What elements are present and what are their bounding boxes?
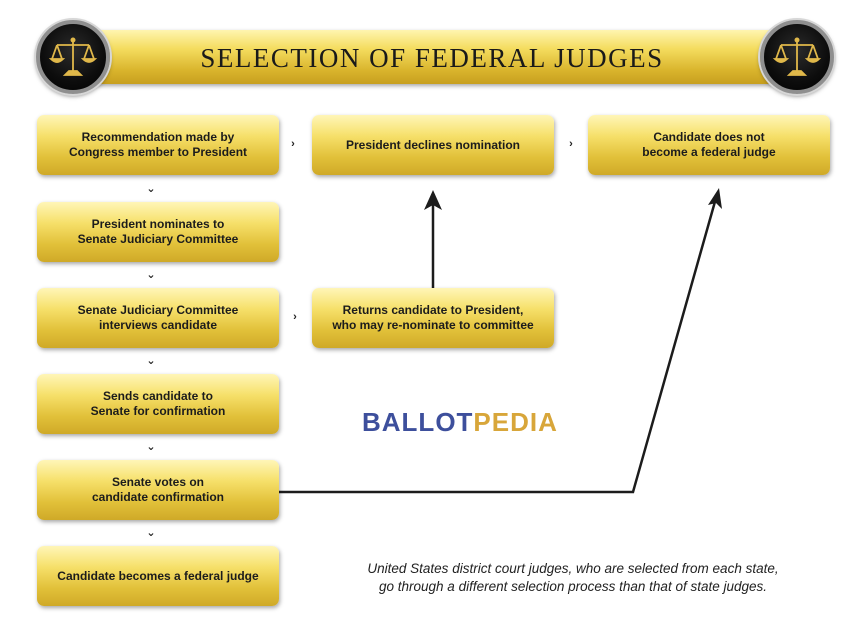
node-not-judge: Candidate does not become a federal judg… <box>588 115 830 175</box>
node-sends-to-senate: Sends candidate to Senate for confirmati… <box>37 374 279 434</box>
footnote: United States district court judges, who… <box>367 561 779 594</box>
chevron-down-icon: ⌄ <box>146 441 156 453</box>
node-recommendation: Recommendation made by Congress member t… <box>37 115 279 175</box>
chevron-right-icon: › <box>569 138 573 150</box>
chevron-down-icon: ⌄ <box>146 269 156 281</box>
ballotpedia-logo: BALLOTPEDIA <box>362 407 582 437</box>
node-returns-candidate: Returns candidate to President, who may … <box>312 288 554 348</box>
left-seal <box>36 20 110 94</box>
title-banner: SELECTION OF FEDERAL JUDGES <box>60 30 804 84</box>
votes-to-not-judge-arrowhead <box>708 188 722 209</box>
node-president-declines: President declines nomination <box>312 115 554 175</box>
votes-to-not-judge-arrow <box>279 197 718 494</box>
right-seal <box>760 20 834 94</box>
chevron-down-icon: ⌄ <box>146 355 156 367</box>
node-senate-votes: Senate votes on candidate confirmation <box>37 460 279 520</box>
node-becomes-judge: Candidate becomes a federal judge <box>37 546 279 606</box>
logo-part-pedia: PEDIA <box>473 407 558 437</box>
chevron-down-icon: ⌄ <box>146 183 156 195</box>
chevron-down-icon: ⌄ <box>146 527 156 539</box>
chevron-right-icon: › <box>293 311 297 323</box>
node-president-nominates: President nominates to Senate Judiciary … <box>37 202 279 262</box>
node-committee-interviews: Senate Judiciary Committee interviews ca… <box>37 288 279 348</box>
page-title: SELECTION OF FEDERAL JUDGES <box>200 43 664 73</box>
scales-of-justice-icon <box>772 37 822 76</box>
scales-of-justice-icon <box>48 37 98 76</box>
logo-part-ballot: BALLOT <box>362 407 474 437</box>
chevron-right-icon: › <box>291 138 295 150</box>
returns-to-declines-arrowhead <box>424 190 442 210</box>
